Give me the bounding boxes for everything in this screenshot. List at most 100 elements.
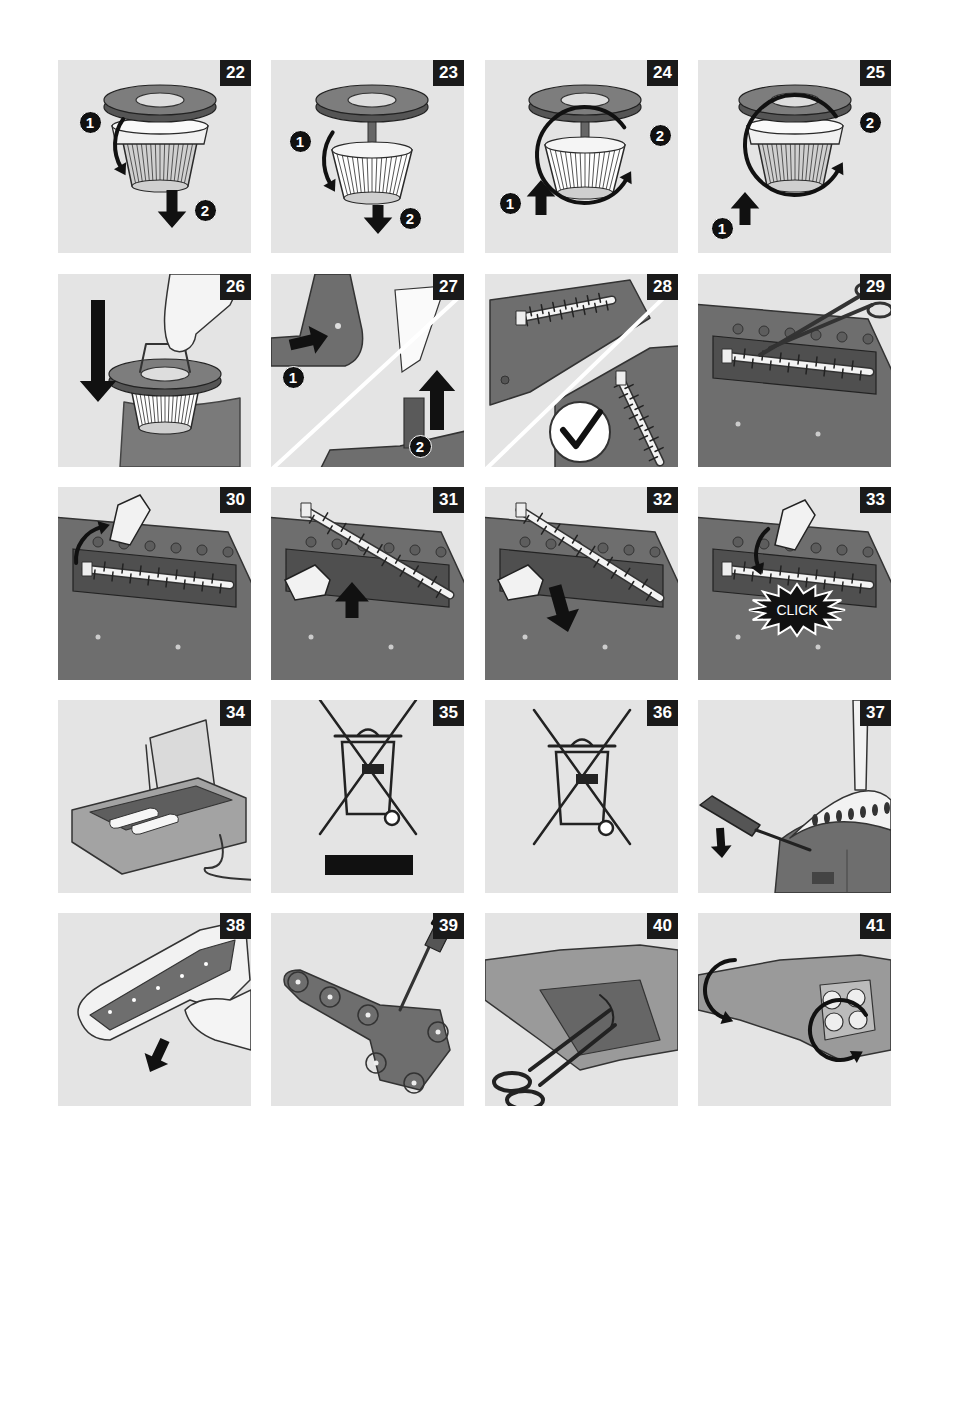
drawing-line [608,557,613,565]
drawing-line [851,574,853,583]
drawing-line [183,580,185,589]
panel [485,60,678,253]
panel-ground [58,700,251,893]
drawing-line [305,510,450,595]
drawing-line [541,527,546,535]
panel-ground [271,60,464,253]
drawing-polygon [58,517,251,680]
drawing-line [787,363,789,372]
drawing-circle [385,811,399,825]
step-number: 1 [289,130,312,153]
drawing-ellipse [824,812,830,824]
drawing-line [585,149,586,190]
drawing-line [833,359,835,368]
drawing-circle [650,547,660,557]
drawing-line [655,448,663,452]
drawing-ellipse [872,804,878,816]
drawing-line [851,361,853,370]
drawing-circle [332,539,342,549]
drawing-line [393,154,402,195]
drawing-line [362,154,365,195]
drawing-line [485,282,678,467]
drawing-path [358,730,378,736]
panel [58,487,251,680]
step-number: 1 [499,192,522,215]
drawing-line [645,427,653,431]
drawing-line [815,357,817,366]
drawing-circle [523,635,528,640]
figure-number: 38 [220,913,251,939]
drawing-circle [93,537,103,547]
panel [698,487,891,680]
panel-ground [485,60,678,253]
drawing-polygon [516,503,526,517]
drawing-line [418,579,423,587]
drawing-line [534,710,630,844]
drawing-line [372,154,373,195]
drawing-path [115,119,123,167]
drawing-circle [412,1081,417,1086]
drawing-polygon [485,517,678,680]
drawing-line [555,149,564,190]
drawing-circle [546,539,556,549]
panel [698,913,891,1106]
panel-ground [58,60,251,253]
drawing-ellipse [136,93,184,107]
drawing-circle [288,972,308,992]
drawing-line [841,369,843,378]
drawing-circle [736,635,741,640]
drawing-circle [180,974,184,978]
drawing-line [549,312,551,321]
panel-ground [58,274,251,467]
panel [698,274,891,467]
figure-number: 35 [433,700,464,726]
drawing-circle [863,547,873,557]
drawing-line [328,526,333,534]
drawing-ellipse [860,806,866,818]
drawing-polygon [713,336,876,394]
drawing-line [650,437,658,441]
drawing-circle [96,635,101,640]
drawing-line [538,513,543,521]
drawing-circle [811,543,821,553]
drawing-line [599,293,601,302]
drawing-line [129,574,131,583]
drawing-ellipse [507,1091,543,1106]
step-number: 2 [649,124,672,147]
drawing-line [787,576,789,585]
drawing-circle [520,537,530,547]
drawing-line [320,700,416,834]
step-number: 2 [194,199,217,222]
drawing-line [520,510,660,598]
drawing-polygon [731,192,760,225]
drawing-line [606,149,615,190]
drawing-line [733,357,735,366]
drawing-line [357,154,362,195]
drawing-ellipse [561,93,609,107]
drawing-ellipse [848,808,854,820]
drawing-ellipse [545,137,625,153]
drawing-line [797,568,799,577]
drawing-path [810,1000,866,1060]
drawing-line [378,545,383,553]
drawing-line [400,568,405,576]
drawing-line [603,149,611,190]
drawing-line [592,149,595,190]
drawing-line [337,154,348,195]
drawing-line [594,560,599,568]
drawing-polygon [775,500,815,550]
drawing-line [520,300,612,318]
panel-ground [58,913,251,1106]
drawing-circle [863,334,873,344]
drawing-line [634,425,642,429]
drawing-line [520,300,612,318]
drawing-polygon [301,503,311,517]
drawing-circle [156,986,160,990]
drawing-polygon [335,582,369,618]
drawing-line [165,578,167,587]
drawing-line [103,562,105,571]
drawing-line [271,287,464,467]
drawing-circle [436,547,446,557]
drawing-line [436,590,441,598]
